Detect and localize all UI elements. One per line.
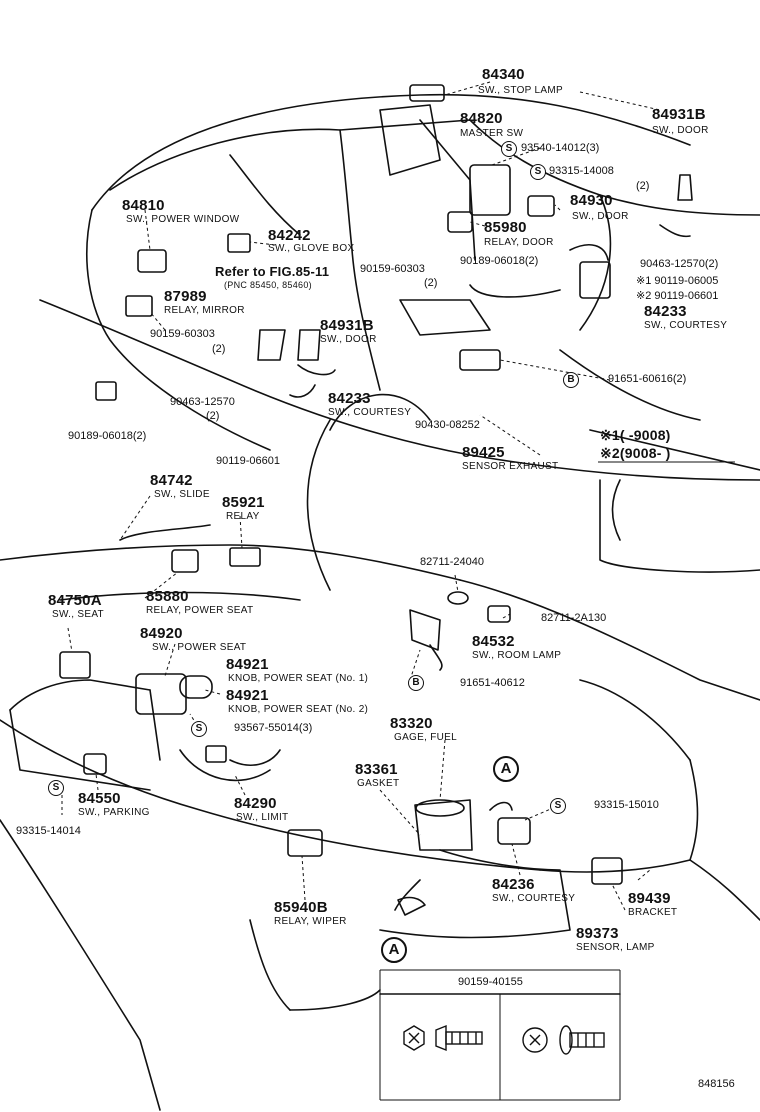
part-84921-2-number: 84921	[226, 687, 269, 704]
a-marker: A	[493, 756, 519, 782]
part-85980-number: 85980	[484, 219, 527, 236]
fastener-90119a: ※1 90119-06005	[636, 275, 719, 287]
figure-id: 848156	[698, 1078, 735, 1090]
part-85940b-number: 85940B	[274, 899, 328, 916]
part-84340-desc: SW., STOP LAMP	[478, 85, 563, 96]
fastener-90159a-qty: (2)	[424, 277, 438, 289]
part-89439-number: 89439	[628, 890, 671, 907]
part-83320-number: 83320	[390, 715, 433, 732]
s-marker: S	[191, 721, 207, 737]
part-84810-number: 84810	[122, 197, 165, 214]
part-87989-desc: RELAY, MIRROR	[164, 305, 245, 316]
b-marker: B	[408, 675, 424, 691]
part-84290-desc: SW., LIMIT	[236, 812, 289, 823]
part-84920-number: 84920	[140, 625, 183, 642]
fastener-82711b: 82711-2A130	[541, 612, 607, 624]
part-85880-number: 85880	[146, 588, 189, 605]
part-84810-desc: SW., POWER WINDOW	[126, 214, 240, 225]
fastener-93540: 93540-14012(3)	[521, 142, 600, 154]
part-89425-desc: SENSOR EXHAUST	[462, 461, 559, 472]
fig-reference: Refer to FIG.85-11	[215, 264, 330, 279]
a-marker: A	[381, 937, 407, 963]
part-87989-number: 87989	[164, 288, 207, 305]
part-84742-number: 84742	[150, 472, 193, 489]
part-84242-number: 84242	[268, 227, 311, 244]
part-84820-number: 84820	[460, 110, 503, 127]
fastener-90189b: 90189-06018(2)	[68, 430, 147, 442]
s-marker: S	[48, 780, 64, 796]
part-84750a-number: 84750A	[48, 592, 102, 609]
part-84820-desc: MASTER SW	[460, 128, 524, 139]
part-84233-number: 84233	[644, 303, 687, 320]
s-marker: S	[530, 164, 546, 180]
part-85921-number: 85921	[222, 494, 265, 511]
part-84931b-desc: SW., DOOR	[652, 125, 709, 136]
part-85980-desc: RELAY, DOOR	[484, 237, 554, 248]
part-84931b-2-number: 84931B	[320, 317, 374, 334]
s-marker: S	[550, 798, 566, 814]
part-84236-number: 84236	[492, 876, 535, 893]
inset-part-number: 90159-40155	[458, 976, 523, 988]
part-89425-number: 89425	[462, 444, 505, 461]
fastener-91651b: 91651-40612	[460, 677, 525, 689]
part-84931b-number: 84931B	[652, 106, 706, 123]
fastener-90430: 90430-08252	[415, 419, 480, 431]
part-84750a-desc: SW., SEAT	[52, 609, 104, 620]
fastener-93315a-qty: (2)	[636, 180, 650, 192]
b-marker: B	[563, 372, 579, 388]
part-89373-number: 89373	[576, 925, 619, 942]
fastener-93315c: 93315-14014	[16, 825, 81, 837]
note-star2: ※2(9008- )	[600, 445, 671, 461]
part-84921-2-desc: KNOB, POWER SEAT (No. 2)	[228, 704, 369, 715]
fastener-82711a: 82711-24040	[420, 556, 485, 568]
part-84290-number: 84290	[234, 795, 277, 812]
part-83361-number: 83361	[355, 761, 398, 778]
part-85940b-desc: RELAY, WIPER	[274, 916, 347, 927]
part-84236-desc: SW., COURTESY	[492, 893, 576, 904]
part-85880-desc: RELAY, POWER SEAT	[146, 605, 254, 616]
fastener-90463a: 90463-12570(2)	[640, 258, 719, 270]
part-84340-number: 84340	[482, 66, 525, 83]
part-84930-desc: SW., DOOR	[572, 211, 629, 222]
part-84921-number: 84921	[226, 656, 269, 673]
part-84233-2-desc: SW., COURTESY	[328, 407, 412, 418]
part-85921-desc: RELAY	[226, 511, 260, 522]
fastener-91651a: 91651-60616(2)	[608, 373, 687, 385]
fastener-90119b: ※2 90119-06601	[636, 290, 719, 302]
part-84930-number: 84930	[570, 192, 613, 209]
fastener-93315a: 93315-14008	[549, 165, 614, 177]
part-84532-desc: SW., ROOM LAMP	[472, 650, 562, 661]
part-84742-desc: SW., SLIDE	[154, 489, 210, 500]
part-84532-number: 84532	[472, 633, 515, 650]
part-83320-desc: GAGE, FUEL	[394, 732, 458, 743]
fastener-90463b-qty: (2)	[206, 410, 220, 422]
part-84920-desc: SW., POWER SEAT	[152, 642, 247, 653]
part-84233-2-number: 84233	[328, 390, 371, 407]
part-84550-number: 84550	[78, 790, 121, 807]
fig-reference-pnc: (PNC 85450, 85460)	[224, 280, 312, 290]
fastener-90119c: 90119-06601	[216, 455, 281, 467]
fastener-93567: 93567-55014(3)	[234, 722, 313, 734]
fastener-90189a: 90189-06018(2)	[460, 255, 539, 267]
fastener-93315b: 93315-15010	[594, 799, 659, 811]
part-84242-desc: SW., GLOVE BOX	[268, 243, 355, 254]
s-marker: S	[501, 141, 517, 157]
part-84931b-2-desc: SW., DOOR	[320, 334, 377, 345]
part-84921-desc: KNOB, POWER SEAT (No. 1)	[228, 673, 369, 684]
part-84233-desc: SW., COURTESY	[644, 320, 728, 331]
part-84550-desc: SW., PARKING	[78, 807, 150, 818]
fastener-90463b: 90463-12570	[170, 396, 235, 408]
fastener-90159b: 90159-60303	[150, 328, 215, 340]
note-star1: ※1( -9008)	[600, 427, 671, 443]
part-89439-desc: BRACKET	[628, 907, 678, 918]
fastener-90159b-qty: (2)	[212, 343, 226, 355]
fastener-90159a: 90159-60303	[360, 263, 425, 275]
part-89373-desc: SENSOR, LAMP	[576, 942, 655, 953]
part-83361-desc: GASKET	[357, 778, 400, 789]
